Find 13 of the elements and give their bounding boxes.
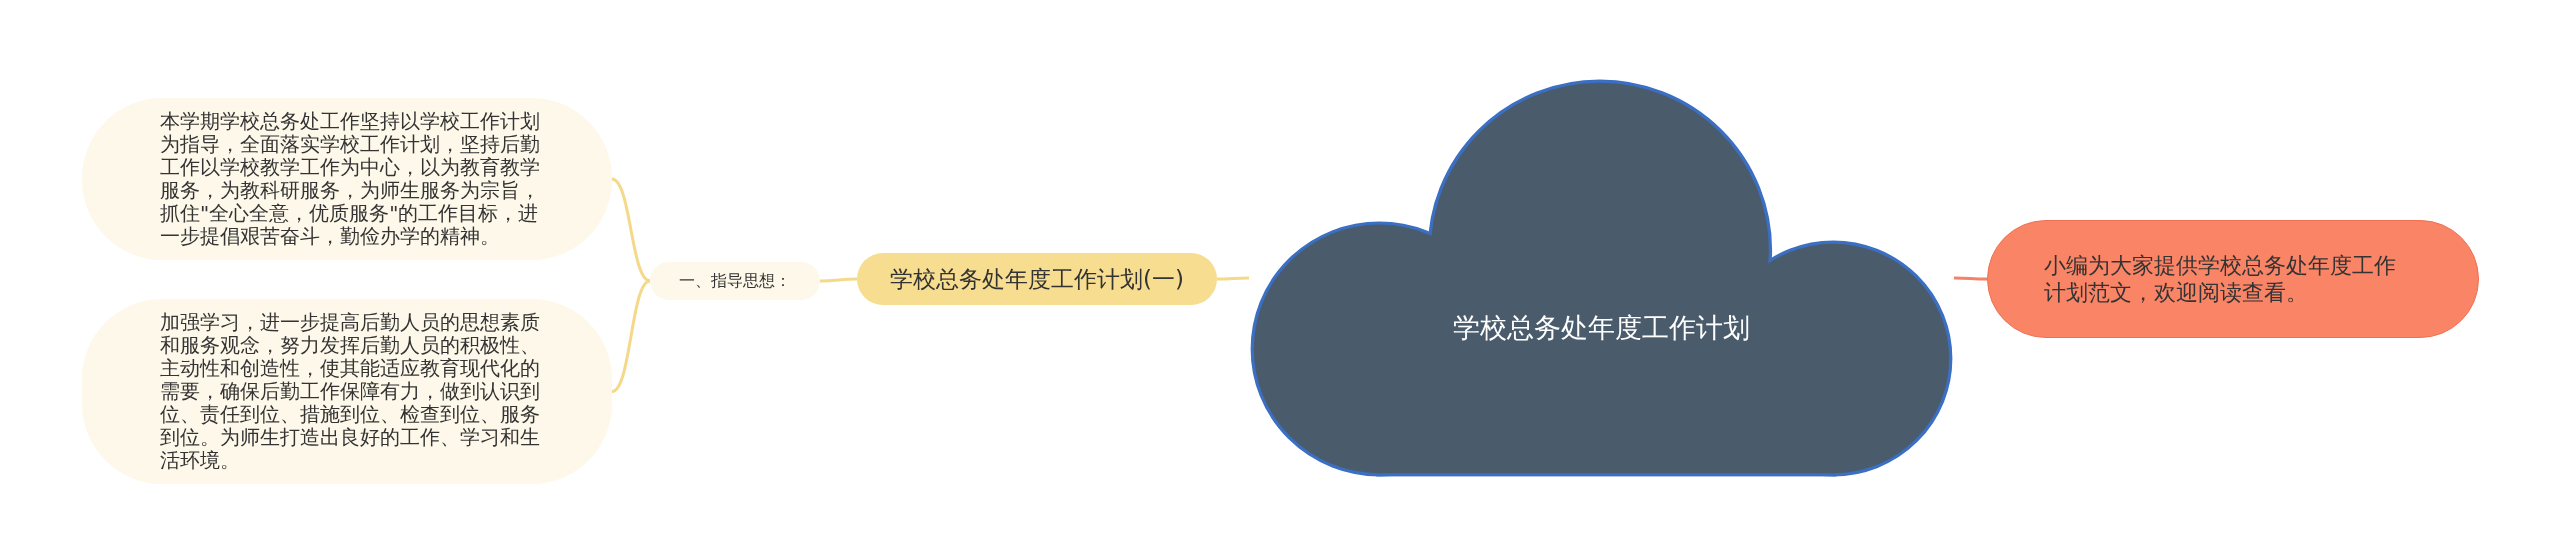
node-text: 本学期学校总务处工作坚持以学校工作计划为指导，全面落实学校工作计划，坚持后勤工作以学校教学工作为中心，以为教育教学服务，为教科研服务，为师生服务为宗旨，抓住"全心全意，优质服务"的工作目标，进一步提倡艰苦奋斗，勤俭办学的精神。 <box>160 109 540 248</box>
subtopic-box <box>650 262 820 300</box>
node-text: 加强学习，进一步提高后勤人员的思想素质和服务观念，努力发挥后勤人员的积极性、主动性和创造性，使其能适应教育现代化的需要，确保后勤工作保障有力，做到认识到位、责任到位、措施到位、检查到位、服务到位。为师生打造出良好的工作、学习和生活环境。 <box>160 310 540 472</box>
node-text: 一、指导思想： <box>679 270 791 292</box>
node-text: 学校总务处年度工作计划 <box>1453 311 1750 345</box>
connector-line <box>1217 276 1249 281</box>
connector-line <box>1954 276 1987 281</box>
node-text: 小编为大家提供学校总务处年度工作计划范文，欢迎阅读查看。 <box>2044 252 2397 306</box>
node-text: 学校总务处年度工作计划(一) <box>890 264 1184 294</box>
topic-box <box>857 253 1217 305</box>
connector-line <box>611 279 651 393</box>
connector-line <box>611 177 651 283</box>
connector-line <box>820 277 857 283</box>
